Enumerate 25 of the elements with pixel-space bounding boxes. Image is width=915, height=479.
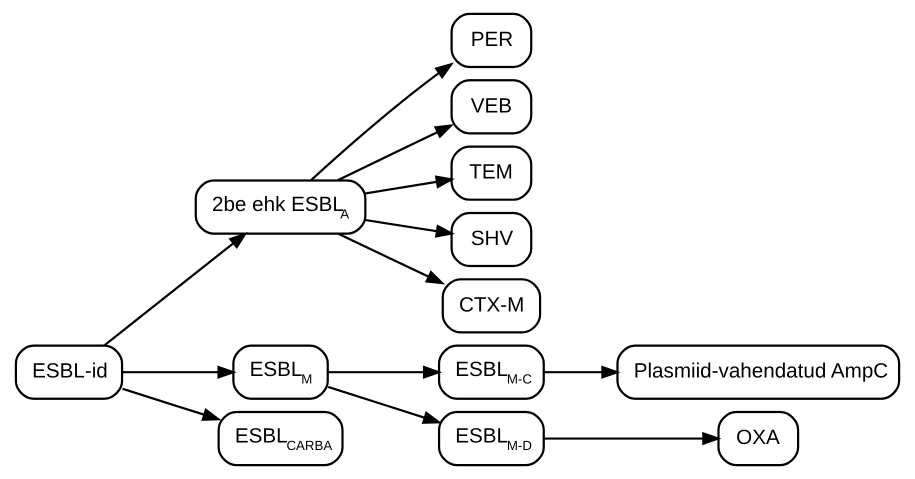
node-box: PER — [450, 12, 532, 68]
node-box: ESBL$_{M-D}$ — [438, 410, 545, 466]
arrow — [544, 365, 621, 379]
arrow — [365, 175, 455, 195]
node-box: ESBL$_{CARBA}$ — [218, 410, 344, 466]
node-box: 2be ehk ESBL$_{A}$ — [194, 179, 366, 235]
node-box: VEB — [450, 79, 532, 134]
node-box: ESBL$_{M-C}$ — [438, 344, 545, 400]
arrow — [338, 232, 446, 285]
arrow — [365, 218, 455, 238]
node-box: ESBL$_{M}$ — [232, 344, 329, 400]
arrow — [122, 388, 222, 421]
arrow — [122, 365, 237, 379]
arrow — [104, 232, 248, 346]
node-box: ESBL-id — [14, 344, 124, 400]
node-box: TEM — [450, 146, 532, 201]
arrow — [544, 432, 722, 446]
node-box: SHV — [450, 212, 532, 268]
node-box: OXA — [717, 410, 800, 466]
arrow — [336, 124, 454, 182]
arrow — [328, 365, 442, 379]
node-box: Plasmiid-vahendatud AmpC — [616, 344, 900, 400]
node-box: CTX-M — [442, 278, 542, 334]
arrow — [310, 62, 454, 181]
arrow — [328, 386, 442, 424]
